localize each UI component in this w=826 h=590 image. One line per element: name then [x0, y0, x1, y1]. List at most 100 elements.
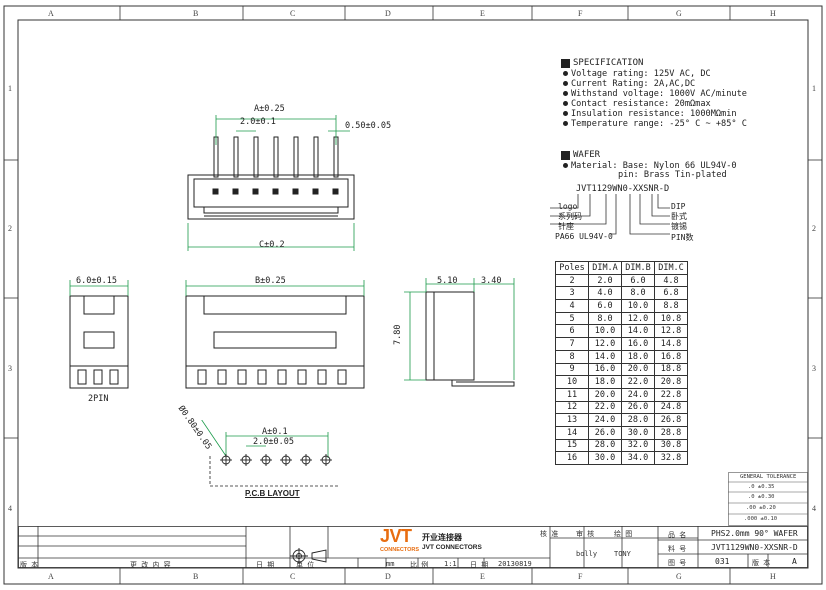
table-cell: 10.8 [654, 311, 688, 326]
col-label-top: H [770, 9, 776, 18]
pin-square [332, 188, 339, 195]
table-cell: 6.0 [621, 273, 655, 288]
code-right-label: 镀锡 [671, 222, 687, 231]
row-label-left: 1 [8, 84, 12, 93]
heading-square-icon [561, 150, 570, 160]
pin-square [212, 188, 219, 195]
row-label-right: 4 [812, 504, 816, 513]
spec-line: Insulation resistance: 1000MΩmin [563, 109, 737, 119]
dim-profile-width: 5.10 [437, 276, 458, 286]
col-header: Poles [555, 261, 589, 275]
end-view-label: 2PIN [88, 394, 109, 404]
dim-pitch: 2.0±0.1 [240, 117, 276, 127]
table-cell: 32.8 [654, 451, 688, 465]
table-cell: 28.0 [621, 413, 655, 427]
table-cell: 30.0 [621, 425, 655, 440]
table-cell: 16.8 [654, 349, 688, 364]
table-cell: 10.0 [588, 324, 622, 339]
tolerance-row: .00 ±0.20 [746, 505, 776, 511]
table-cell: 15 [555, 438, 589, 453]
table-cell: 18.8 [654, 362, 688, 377]
jvt-logo: JVT [380, 526, 412, 546]
pin-foot [237, 369, 247, 385]
table-cell: 16 [555, 451, 589, 465]
table-cell: 12 [555, 400, 589, 415]
table-cell: 34.0 [621, 451, 655, 465]
code-left-label: logo [558, 202, 578, 211]
table-cell: 2.0 [588, 273, 622, 288]
table-cell: 16.0 [621, 337, 655, 351]
company-cn-name: 开业连接器 [422, 533, 462, 542]
col-label-top: C [290, 9, 296, 18]
date: 20130819 [498, 560, 532, 568]
col-label-top: D [385, 9, 391, 18]
col-label-bottom: B [193, 572, 199, 581]
pin-foot [337, 369, 347, 385]
table-cell: 8.0 [588, 311, 622, 326]
table-cell: 2 [555, 273, 589, 288]
pin-foot [297, 369, 307, 385]
pin [273, 136, 279, 178]
code-left-label: PA66 UL94V-0 [555, 232, 613, 241]
table-cell: 8.0 [621, 286, 655, 301]
date-label: 日 期 [470, 561, 489, 569]
table-cell: 24.0 [588, 413, 622, 427]
spec-line: Contact resistance: 20mΩmax [563, 99, 711, 109]
table-cell: 14.0 [621, 324, 655, 339]
pin [313, 136, 319, 178]
part-number-label: 料 号 [668, 545, 687, 553]
row-label-left: 2 [8, 224, 12, 233]
table-cell: 6 [555, 324, 589, 339]
col-label-bottom: D [385, 572, 391, 581]
tolerance-title: GENERAL TOLERANCE [740, 474, 797, 480]
row-label-right: 1 [812, 84, 816, 93]
table-cell: 12.8 [654, 324, 688, 339]
revision-description-label: 更 改 内 容 [130, 561, 171, 569]
col-header: DIM.C [654, 261, 688, 275]
side-view-drawing [185, 280, 365, 389]
jvt-logo-sub: CONNECTORS [380, 547, 420, 553]
table-cell: 8.8 [654, 299, 688, 313]
unit: mm [386, 560, 395, 568]
company-name: JVT CONNECTORS [422, 544, 482, 551]
col-label-bottom: G [676, 572, 682, 581]
code-right-label: DIP [671, 202, 686, 211]
scale-label: 比 例 [410, 561, 429, 569]
tolerance-box [728, 472, 808, 526]
col-label-top: E [480, 9, 485, 18]
col-label-top: F [578, 9, 583, 18]
pin-foot [277, 369, 287, 385]
spec-title: SPECIFICATION [573, 58, 644, 68]
col-label-bottom: C [290, 572, 296, 581]
table-header-row: Poles DIM.A DIM.B DIM.C [555, 261, 688, 275]
table-cell: 16.0 [588, 362, 622, 377]
table-cell: 32.0 [621, 438, 655, 453]
front-view-drawing [187, 115, 355, 251]
pin-foot [197, 369, 207, 385]
draw-label: 绘 图 [614, 530, 633, 538]
pin-foot [257, 369, 267, 385]
row-label-right: 2 [812, 224, 816, 233]
pin [233, 136, 239, 178]
dim-a: A±0.25 [254, 104, 285, 114]
wafer-heading: WAFER [561, 150, 600, 160]
table-cell: 12.0 [588, 337, 622, 351]
col-label-bottom: A [48, 572, 54, 581]
dim-profile-height: 7.80 [393, 324, 403, 345]
wafer-material: Material: Base: Nylon 66 UL94V-0 [563, 161, 737, 171]
dim-end-width: 6.0±0.15 [76, 276, 117, 286]
table-cell: 9 [555, 362, 589, 377]
code-right-label: PIN数 [671, 233, 694, 242]
drawing-number: 031 [715, 557, 730, 566]
table-cell: 28.8 [654, 425, 688, 440]
table-cell: 30.8 [654, 438, 688, 453]
pin-square [252, 188, 259, 195]
